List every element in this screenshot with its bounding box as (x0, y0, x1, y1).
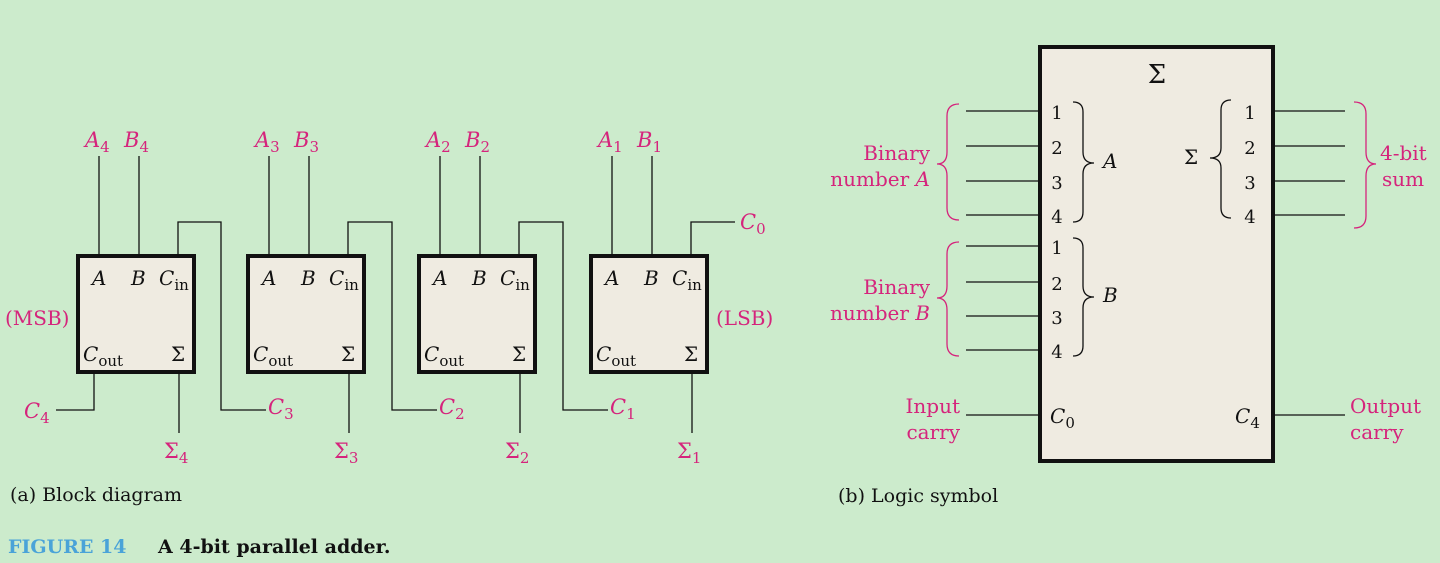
pin-b-label: B (130, 266, 146, 290)
sum2-label: Σ2 (505, 439, 529, 467)
pin-cout-label: Cout (83, 342, 123, 370)
b2-label: B2 (464, 128, 490, 156)
pin-cin-label: Cin (329, 266, 359, 294)
adder-stage-2: A2 B2 A B Cin Cout Σ Σ2 C2 (417, 128, 608, 467)
pin-cout-label: Cout (253, 342, 293, 370)
sum-group-brace (1209, 99, 1232, 219)
carry-c3-wire (177, 221, 266, 411)
a1-label: A1 (596, 128, 623, 156)
b1-label: B1 (636, 128, 662, 156)
b-group-brace (1072, 237, 1095, 357)
pin-b2-number: 2 (1051, 274, 1062, 295)
adder-stage-3: A3 B3 A B Cin Cout Σ Σ3 C3 (246, 128, 437, 467)
adder-stage-4: A4 B4 A B Cin Cout Σ Σ4 C4 (24, 128, 266, 467)
pin-a-label: A (431, 266, 447, 290)
pin-b-label: B (300, 266, 316, 290)
pin-b3-number: 3 (1051, 308, 1062, 329)
pin-a3-number: 3 (1051, 173, 1062, 194)
adder-stage-1: A1 B1 A B Cin Cout Σ Σ1 C1 C0 (589, 128, 766, 467)
pin-b1-number: 1 (1051, 238, 1062, 259)
pin-s2-number: 2 (1244, 138, 1255, 159)
logic-symbol: Σ 1 2 3 4 1 2 3 4 1 2 3 4 (830, 45, 1427, 463)
four-bit-line2: sum (1382, 167, 1424, 191)
block-diagram-caption: (a) Block diagram (10, 484, 183, 506)
pin-sum-label: Σ (512, 342, 526, 366)
a4-label: A4 (83, 128, 110, 156)
adder-block-2 (417, 254, 537, 374)
msb-label: (MSB) (5, 306, 69, 330)
symbol-sigma-title: Σ (1148, 60, 1166, 90)
c4-label: C4 (24, 399, 50, 427)
adder-symbol-block (1038, 45, 1275, 463)
input-b-letter: B (1102, 283, 1118, 307)
output-carry-line1: Output (1350, 394, 1421, 418)
binary-b-line1: Binary (863, 275, 930, 299)
sum4-label: Σ4 (164, 439, 188, 467)
binary-a-brace (936, 103, 960, 221)
adder-block-4 (76, 254, 196, 374)
pin-b-label: B (643, 266, 659, 290)
pin-b-label: B (471, 266, 487, 290)
carry-c4-wire (56, 372, 95, 411)
a2-label: A2 (424, 128, 451, 156)
pin-cout-label: Cout (424, 342, 464, 370)
carry-c1-wire (518, 221, 608, 411)
pin-sum-label: Σ (341, 342, 355, 366)
binary-a-line1: Binary (863, 141, 930, 165)
pin-b4-number: 4 (1051, 342, 1062, 363)
pin-a1-number: 1 (1051, 103, 1062, 124)
input-carry-line2: carry (906, 420, 960, 444)
adder-block-3 (246, 254, 366, 374)
carry-c0-wire (690, 221, 735, 256)
pin-cin-label: Cin (159, 266, 189, 294)
pin-cin-label: Cin (500, 266, 530, 294)
b3-label: B3 (293, 128, 319, 156)
binary-a-line2: number A (830, 167, 930, 191)
carry-c2-wire (347, 221, 437, 411)
figure-number: FIGURE 14 (8, 536, 127, 558)
pin-cout-label: Cout (596, 342, 636, 370)
output-carry-line2: carry (1350, 420, 1404, 444)
pin-a4-number: 4 (1051, 207, 1062, 228)
b4-label: B4 (123, 128, 149, 156)
four-bit-line1: 4-bit (1380, 141, 1427, 165)
adder-block-1 (589, 254, 709, 374)
c2-label: C2 (439, 395, 465, 423)
pin-sum-label: Σ (684, 342, 698, 366)
figure-title: A 4-bit parallel adder. (158, 536, 391, 558)
pin-a-label: A (603, 266, 619, 290)
input-a-letter: A (1101, 149, 1117, 173)
block-diagram: A4 B4 A B Cin Cout Σ Σ4 C4 A3 B3 A B Cin… (5, 128, 773, 467)
c0-pin-label: C0 (1050, 404, 1075, 432)
pin-a-label: A (260, 266, 276, 290)
four-bit-sum-brace (1353, 101, 1377, 229)
c1-label: C1 (610, 395, 636, 423)
input-carry-line1: Input (905, 394, 960, 418)
binary-b-brace (936, 241, 960, 357)
a3-label: A3 (253, 128, 280, 156)
c4-pin-label: C4 (1235, 404, 1260, 432)
sum3-label: Σ3 (334, 439, 358, 467)
binary-b-line2: number B (830, 301, 930, 325)
sum1-label: Σ1 (677, 439, 701, 467)
lsb-label: (LSB) (716, 306, 773, 330)
logic-symbol-caption: (b) Logic symbol (838, 485, 999, 507)
pin-s1-number: 1 (1244, 103, 1255, 124)
a-group-brace (1072, 101, 1095, 223)
pin-a-label: A (90, 266, 106, 290)
pin-s3-number: 3 (1244, 173, 1255, 194)
sum-sigma-label: Σ (1184, 145, 1198, 169)
pin-cin-label: Cin (672, 266, 702, 294)
c3-label: C3 (268, 395, 294, 423)
pin-s4-number: 4 (1244, 207, 1255, 228)
c0-label: C0 (740, 210, 766, 238)
pin-sum-label: Σ (171, 342, 185, 366)
pin-a2-number: 2 (1051, 138, 1062, 159)
